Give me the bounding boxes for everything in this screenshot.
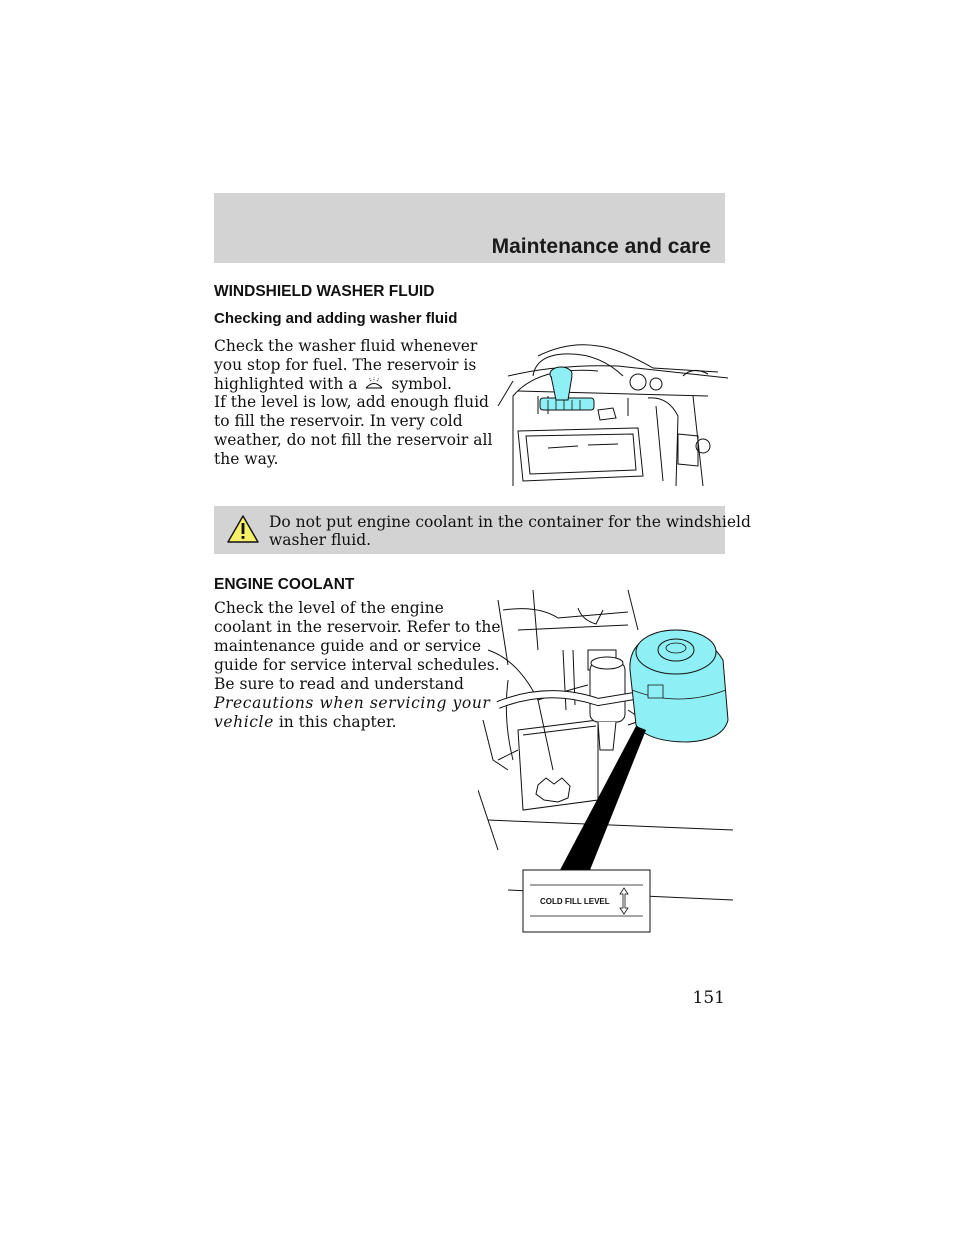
text-line-with-symbol: highlighted with a symbol. <box>214 375 486 394</box>
coolant-heading: ENGINE COOLANT <box>214 576 355 593</box>
warning-box: Do not put engine coolant in the contain… <box>214 506 751 554</box>
text-line: guide for service interval schedules. <box>214 656 500 674</box>
text-fragment: symbol. <box>391 375 452 393</box>
page-number: 151 <box>692 988 725 1008</box>
text-fragment: in this chapter. <box>273 713 397 731</box>
double-arrow-icon <box>619 887 629 915</box>
washer-reservoir-highlight <box>539 366 595 411</box>
text-fragment: highlighted with a <box>214 375 358 393</box>
italic-reference: vehicle <box>214 713 274 731</box>
warning-triangle-icon <box>227 515 259 543</box>
washer-paragraph-1: Check the washer fluid whenever you stop… <box>214 337 486 394</box>
washer-reservoir-illustration <box>497 344 728 487</box>
text-line: to fill the reservoir. In very cold <box>214 412 463 430</box>
washer-heading: WINDSHIELD WASHER FLUID <box>214 283 435 300</box>
coolant-reservoir-highlight <box>629 629 729 743</box>
text-line: washer fluid. <box>269 531 372 549</box>
text-line: Check the level of the engine <box>214 599 444 617</box>
text-line: Be sure to read and understand <box>214 675 464 693</box>
header-band: Maintenance and care <box>214 193 725 263</box>
text-line: vehicle in this chapter. <box>214 713 486 732</box>
cold-fill-level-label: COLD FILL LEVEL <box>540 897 610 906</box>
page-header-title: Maintenance and care <box>491 235 711 258</box>
text-line: maintenance guide and or service <box>214 637 481 655</box>
text-line: weather, do not fill the reservoir all <box>214 431 493 449</box>
text-line: If the level is low, add enough fluid <box>214 393 489 411</box>
text-line: Check the washer fluid whenever <box>214 337 478 355</box>
washer-fluid-symbol-icon <box>366 377 383 389</box>
coolant-paragraph: Check the level of the engine coolant in… <box>214 599 501 732</box>
text-line: coolant in the reservoir. Refer to the <box>214 618 501 636</box>
coolant-reservoir-illustration <box>478 590 733 933</box>
text-line: Do not put engine coolant in the contain… <box>269 513 751 531</box>
washer-paragraph-2: If the level is low, add enough fluid to… <box>214 393 493 469</box>
italic-reference: Precautions when servicing your <box>214 694 491 712</box>
text-line: the way. <box>214 450 279 468</box>
text-line: you stop for fuel. The reservoir is <box>214 356 477 374</box>
warning-text: Do not put engine coolant in the contain… <box>269 513 751 549</box>
washer-subheading: Checking and adding washer fluid <box>214 310 458 327</box>
